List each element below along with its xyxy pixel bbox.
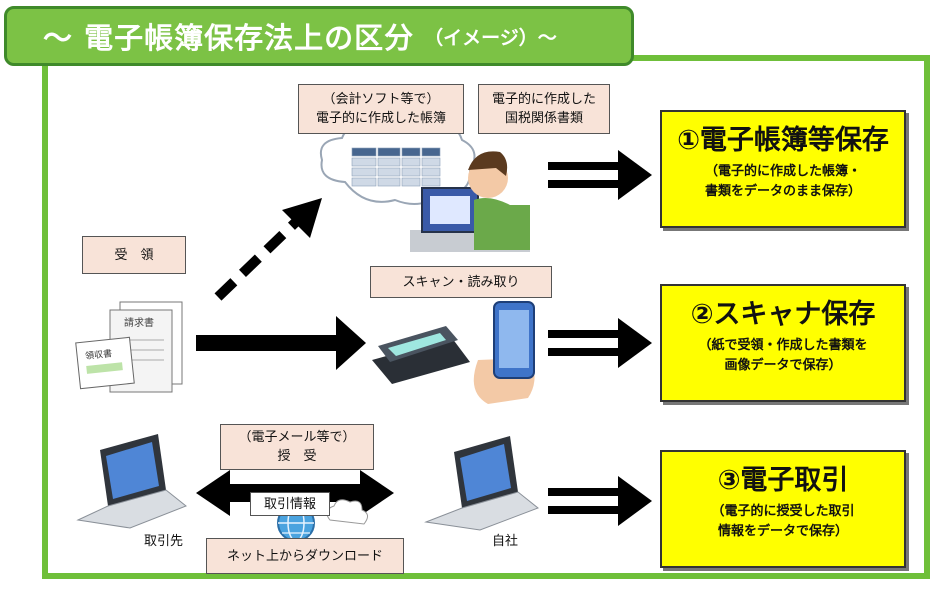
scanner-icon <box>372 326 470 384</box>
title-sub: （イメージ）～ <box>424 26 557 49</box>
laptop-partner-icon <box>76 434 187 529</box>
smartphone-icon <box>473 301 535 404</box>
double-arrow-3-icon <box>548 476 652 526</box>
transaction-info-box: 取引情報 <box>250 492 330 516</box>
result-title: ③電子取引 <box>717 465 849 496</box>
software-ledger-box: （会計ソフト等で） 電子的に作成した帳簿 <box>298 84 464 134</box>
result-scanner: ②スキャナ保存 （紙で受領・作成した書類を 画像データで保存） <box>660 284 906 402</box>
tax-docs-box: 電子的に作成した 国税関係書類 <box>478 84 610 134</box>
solid-arrow-right-icon <box>196 316 366 370</box>
result-desc: （紙で受領・作成した書類を 画像データで保存） <box>698 338 868 373</box>
person-at-computer-icon <box>410 151 530 252</box>
download-box: ネット上からダウンロード <box>206 538 404 574</box>
double-arrow-2-icon <box>548 318 652 368</box>
dashed-arrow-up-right-icon <box>214 198 322 301</box>
result-title: ①電子帳簿等保存 <box>677 125 889 156</box>
result-desc: （電子的に作成した帳簿・ 書類をデータのまま保存） <box>704 164 861 199</box>
result-desc: （電子的に授受した取引 情報をデータで保存） <box>711 504 855 539</box>
double-arrow-1-icon <box>548 150 652 200</box>
paper-documents-icon: 請求書 領収書 <box>75 301 183 393</box>
receive-box: 受 領 <box>82 236 186 274</box>
scan-box: スキャン・読み取り <box>370 266 552 298</box>
invoice-label: 請求書 <box>124 316 154 329</box>
result-title: ②スキャナ保存 <box>690 299 876 330</box>
result-electronic-books: ①電子帳簿等保存 （電子的に作成した帳簿・ 書類をデータのまま保存） <box>660 110 906 228</box>
result-electronic-transaction: ③電子取引 （電子的に授受した取引 情報をデータで保存） <box>660 450 906 568</box>
email-box: （電子メール等で） 授 受 <box>220 424 374 470</box>
title-banner: ～ 電子帳簿保存法上の区分 （イメージ）～ <box>4 6 634 66</box>
receipt-label: 領収書 <box>85 347 113 362</box>
title-main: ～ 電子帳簿保存法上の区分 <box>43 21 415 55</box>
partner-label: 取引先 <box>144 534 184 549</box>
self-label: 自社 <box>492 534 519 549</box>
laptop-self-icon <box>424 436 539 531</box>
